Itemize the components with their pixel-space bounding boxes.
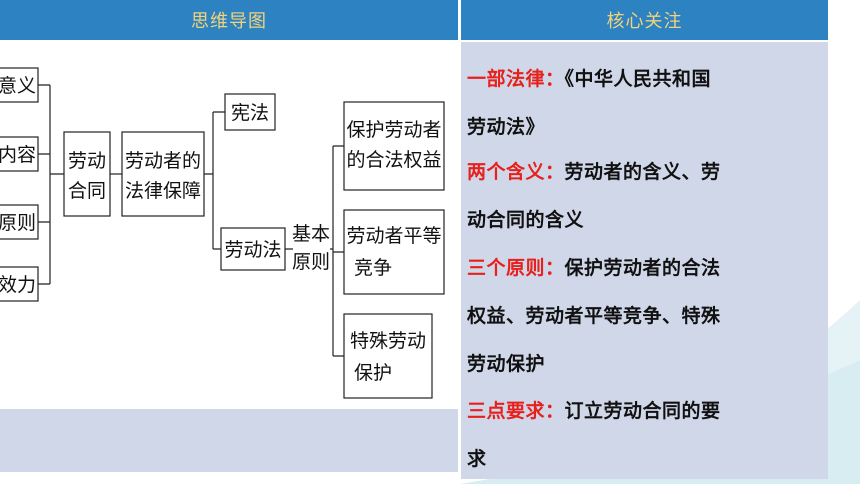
focus-item-one-law-cont: 劳动法》 [467, 112, 822, 139]
text-three-requirements-cont: 求 [467, 448, 487, 470]
node-constitution-box [224, 93, 276, 131]
focus-item-three-requirements: 三点要求：订立劳动合同的要 [467, 396, 822, 423]
focus-item-two-meanings-cont: 动合同的含义 [467, 205, 822, 232]
mindmap-title: 思维导图 [191, 11, 267, 32]
node-constitution: 宪法 [231, 102, 269, 124]
text-one-law-cont: 劳动法》 [467, 116, 546, 138]
node-content: 内容 [0, 144, 36, 166]
text-three-principles-cont2: 劳动保护 [467, 353, 546, 375]
label-three-principles: 三个原则： [467, 257, 565, 279]
mind-map-diagram: 意义 内容 原则 效力 劳动 合同 劳动者的 法律保障 宪法 劳动法 基本 原则… [0, 67, 445, 399]
node-guarantee-line2: 法律保障 [125, 180, 201, 202]
node-protect-box [343, 101, 445, 191]
mindmap-header: 思维导图 [0, 0, 458, 40]
text-three-requirements: 订立劳动合同的要 [564, 400, 721, 422]
node-contract-box [63, 131, 111, 217]
node-laborlaw: 劳动法 [224, 239, 281, 261]
node-guarantee-line1: 劳动者的 [125, 150, 201, 172]
node-principle: 原则 [0, 212, 36, 234]
connector-law [204, 111, 225, 250]
mindmap-panel-footer [0, 409, 458, 472]
focus-header: 核心关注 [461, 0, 828, 40]
focus-item-two-meanings: 两个含义：劳动者的含义、劳 [467, 157, 822, 184]
node-special-line1: 特殊劳动 [350, 330, 426, 352]
text-three-principles-cont: 权益、劳动者平等竞争、特殊 [467, 305, 721, 327]
text-two-meanings-cont: 动合同的含义 [467, 209, 585, 231]
node-principle-box [0, 204, 39, 240]
node-basic-line2: 原则 [292, 251, 330, 273]
label-three-requirements: 三点要求： [467, 400, 565, 422]
node-meaning: 意义 [0, 75, 36, 97]
node-contract-line1: 劳动 [68, 150, 106, 172]
core-focus-panel [461, 42, 828, 479]
connector-contract [38, 84, 64, 285]
node-basic-line1: 基本 [292, 223, 330, 245]
focus-item-three-principles-cont2: 劳动保护 [467, 349, 822, 376]
connector-principles [285, 145, 344, 357]
node-protect-line2: 的合法权益 [346, 149, 441, 171]
focus-item-three-requirements-cont: 求 [467, 444, 822, 471]
focus-item-one-law: 一部法律：《中华人民共和国 [467, 64, 822, 91]
focus-title: 核心关注 [606, 11, 683, 32]
node-protect-line1: 保护劳动者 [346, 119, 441, 141]
node-effect: 效力 [0, 274, 36, 296]
node-guarantee-box [121, 131, 205, 217]
text-two-meanings: 劳动者的含义、劳 [564, 161, 721, 183]
node-equal-box [343, 209, 445, 295]
label-two-meanings: 两个含义： [467, 161, 565, 183]
focus-item-three-principles-cont: 权益、劳动者平等竞争、特殊 [467, 301, 822, 328]
focus-item-three-principles: 三个原则：保护劳动者的合法 [467, 253, 822, 280]
label-one-law: 一部法律： [467, 68, 565, 90]
node-special-box [343, 313, 433, 399]
node-special-line2: 保护 [354, 362, 392, 384]
text-three-principles: 保护劳动者的合法 [564, 257, 721, 279]
text-one-law: 《中华人民共和国 [564, 68, 712, 90]
node-contract-line2: 合同 [68, 180, 106, 202]
node-equal-line2: 竞争 [354, 257, 392, 279]
node-equal-line1: 劳动者平等 [346, 225, 441, 247]
